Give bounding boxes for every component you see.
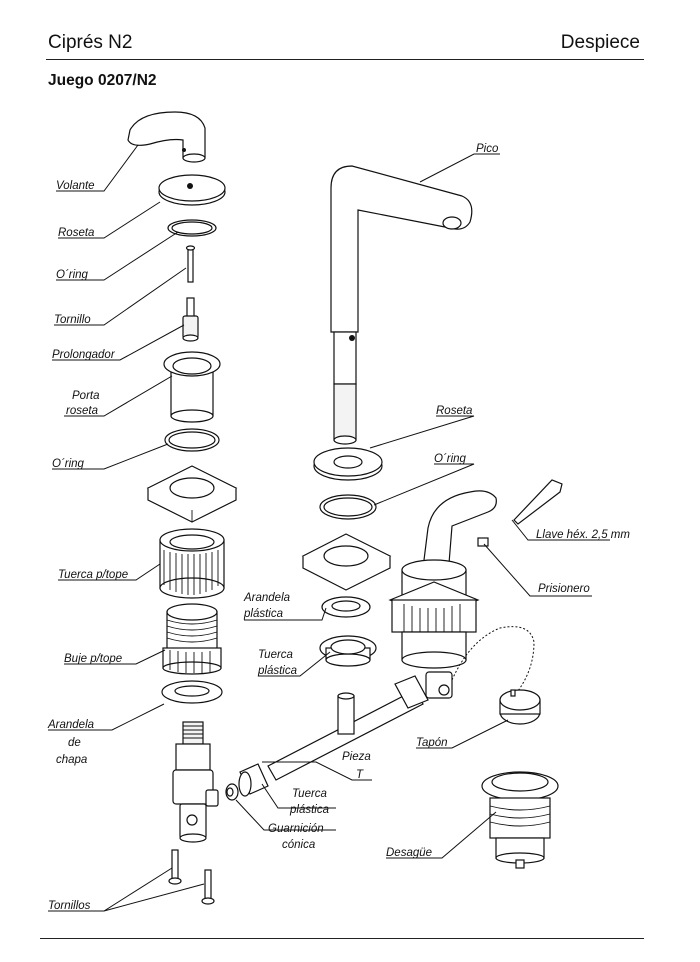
label-tuerca-plastica-upper-line2: plástica: [257, 665, 297, 677]
label-pico: Pico: [476, 143, 499, 155]
square-base-right-part: [301, 533, 392, 591]
label-guarnicion-line1: Guarnición: [268, 823, 324, 835]
label-pieza-t-line2: T: [356, 769, 364, 781]
label-tapon: Tapón: [416, 737, 448, 749]
label-porta-roseta-line1: Porta: [72, 390, 100, 402]
label-tornillo: Tornillo: [54, 314, 91, 326]
label-tuerca-plastica-lower-line2: plástica: [289, 804, 329, 816]
label-prisionero: Prisionero: [538, 583, 590, 595]
label-tuerca-plastica-lower-line1: Tuerca: [292, 788, 327, 800]
square-base-left-part: [146, 465, 238, 523]
label-arandela-plastica-line1: Arandela: [243, 592, 290, 604]
footer-divider: [40, 938, 644, 939]
valve-body-part: [172, 721, 219, 843]
guarnicion-conica-part: [225, 783, 239, 801]
label-prolongador: Prolongador: [52, 349, 116, 361]
label-oring-1: O´ring: [56, 269, 89, 281]
page-title: Ciprés N2: [48, 32, 133, 53]
label-desague: Desagüe: [386, 847, 432, 859]
label-roseta-right: Roseta: [436, 405, 472, 417]
tornillos-part: [168, 849, 215, 905]
label-oring-2: O´ring: [52, 458, 85, 470]
label-guarnicion-line2: cónica: [282, 839, 315, 851]
right-valve-assembly-part: [388, 490, 497, 699]
header-divider: [46, 59, 644, 60]
label-llave-hex: Llave héx. 2,5 mm: [536, 529, 630, 541]
label-tornillos: Tornillos: [48, 900, 91, 912]
roseta-right-part: [313, 447, 383, 481]
volante-part: [127, 111, 206, 163]
label-porta-roseta-line2: roseta: [66, 405, 98, 417]
label-buje-tope: Buje p/tope: [64, 653, 122, 665]
desague-part: [481, 771, 559, 869]
tuerca-tope-part: [159, 528, 225, 599]
leader-lines: [48, 144, 610, 912]
tapon-part: [451, 626, 541, 725]
label-oring-right: O´ring: [434, 453, 467, 465]
tuerca-plastica-upper-part: [319, 635, 377, 667]
pieza-t-part: [267, 675, 429, 781]
roseta-left-part: [158, 174, 226, 206]
prolongador-part: [182, 297, 199, 342]
prisionero-part: [477, 537, 489, 547]
label-tuerca-tope: Tuerca p/tope: [58, 569, 128, 581]
set-code: Juego 0207/N2: [48, 72, 157, 89]
label-volante: Volante: [56, 180, 95, 192]
label-pieza-t-line1: Pieza: [342, 751, 371, 763]
porta-roseta-part: [163, 351, 221, 423]
label-arandela-plastica-line2: plástica: [243, 608, 283, 620]
llave-hex-part: [513, 479, 563, 525]
label-arandela-chapa-line2: de: [68, 737, 81, 749]
pico-part: [330, 165, 473, 445]
section-title: Despiece: [560, 32, 640, 53]
label-arandela-chapa-line3: chapa: [56, 754, 87, 766]
label-arandela-chapa-line1: Arandela: [47, 719, 94, 731]
tuerca-plastica-lower-part: [238, 763, 269, 797]
label-roseta-left: Roseta: [58, 227, 94, 239]
buje-tope-part: [162, 603, 222, 675]
tornillo-part: [185, 245, 196, 283]
label-tuerca-plastica-upper-line1: Tuerca: [258, 649, 293, 661]
